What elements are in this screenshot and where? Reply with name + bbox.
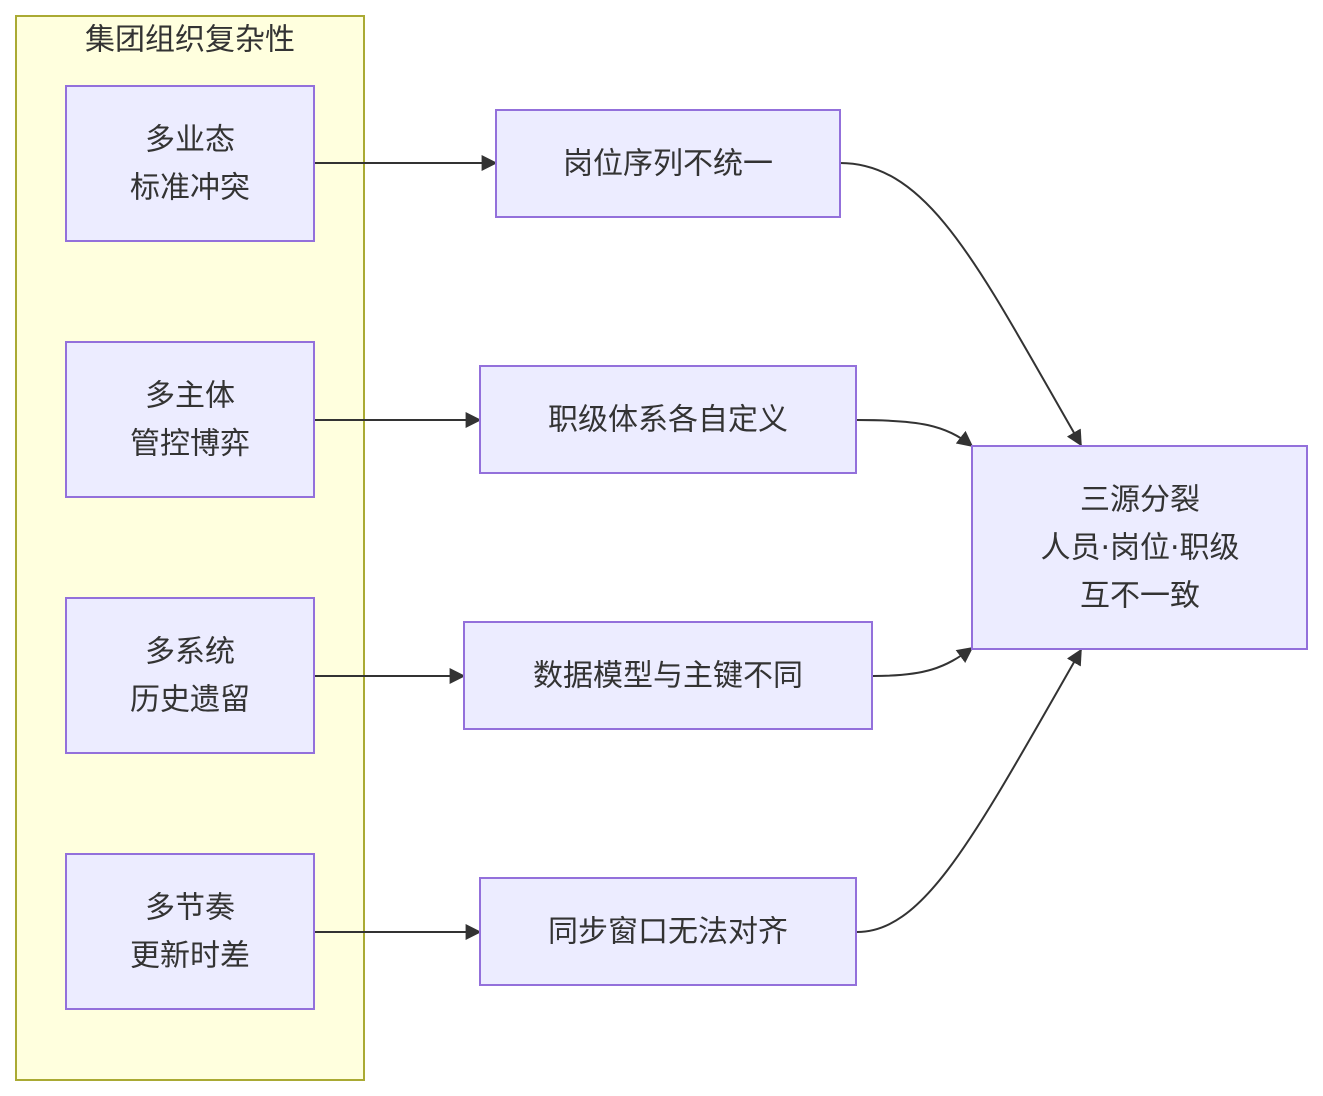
cause-node-box xyxy=(65,341,315,498)
result-node-box xyxy=(971,445,1308,650)
effect-node-box xyxy=(479,365,857,474)
cause-node-box xyxy=(65,85,315,242)
cause-node-label-line2: 历史遗留 xyxy=(130,683,250,718)
cause-node-label-line2: 更新时差 xyxy=(130,939,250,974)
effect-node-label: 职级体系各自定义 xyxy=(548,403,788,438)
cause-node-label-line1: 多系统 xyxy=(145,635,235,670)
effect-node-label: 岗位序列不统一 xyxy=(563,147,773,182)
edge-effect1-to-result xyxy=(839,162,1082,447)
edge-effect3-to-result xyxy=(872,647,974,677)
group-title: 集团组织复杂性 xyxy=(85,23,295,58)
cause-node-box xyxy=(65,597,315,754)
effect-node-sync-window: 同步窗口无法对齐 xyxy=(479,877,857,986)
cause-node-label-line1: 多节奏 xyxy=(145,891,235,926)
cause-node-multi-entity: 多主体 管控博弈 xyxy=(65,341,315,498)
cause-node-label-line1: 多业态 xyxy=(145,123,235,158)
effect-node-label: 同步窗口无法对齐 xyxy=(548,915,788,950)
result-node-label-line3: 互不一致 xyxy=(1080,579,1200,614)
effect-node-box xyxy=(479,877,857,986)
edge-effect2-to-result xyxy=(856,419,974,447)
cause-node-label-line1: 多主体 xyxy=(145,379,235,414)
effect-node-data-model: 数据模型与主键不同 xyxy=(463,621,873,730)
edge-effect4-to-result xyxy=(856,648,1082,933)
cause-node-multi-rhythm: 多节奏 更新时差 xyxy=(65,853,315,1010)
effect-node-box xyxy=(463,621,873,730)
cause-node-multi-system: 多系统 历史遗留 xyxy=(65,597,315,754)
effect-node-label: 数据模型与主键不同 xyxy=(533,659,803,694)
cause-node-multi-business: 多业态 标准冲突 xyxy=(65,85,315,242)
effect-node-position-sequence: 岗位序列不统一 xyxy=(495,109,841,218)
edges xyxy=(315,155,1082,940)
result-node-three-source-split: 三源分裂 人员·岗位·职级 互不一致 xyxy=(971,445,1308,650)
result-node-label-line1: 三源分裂 xyxy=(1080,483,1200,518)
cause-node-box xyxy=(65,853,315,1010)
effect-node-box xyxy=(495,109,841,218)
cause-node-label-line2: 标准冲突 xyxy=(130,171,250,206)
effect-node-grade-system: 职级体系各自定义 xyxy=(479,365,857,474)
result-node-label-line2: 人员·岗位·职级 xyxy=(1040,531,1239,566)
cause-node-label-line2: 管控博弈 xyxy=(130,427,250,462)
